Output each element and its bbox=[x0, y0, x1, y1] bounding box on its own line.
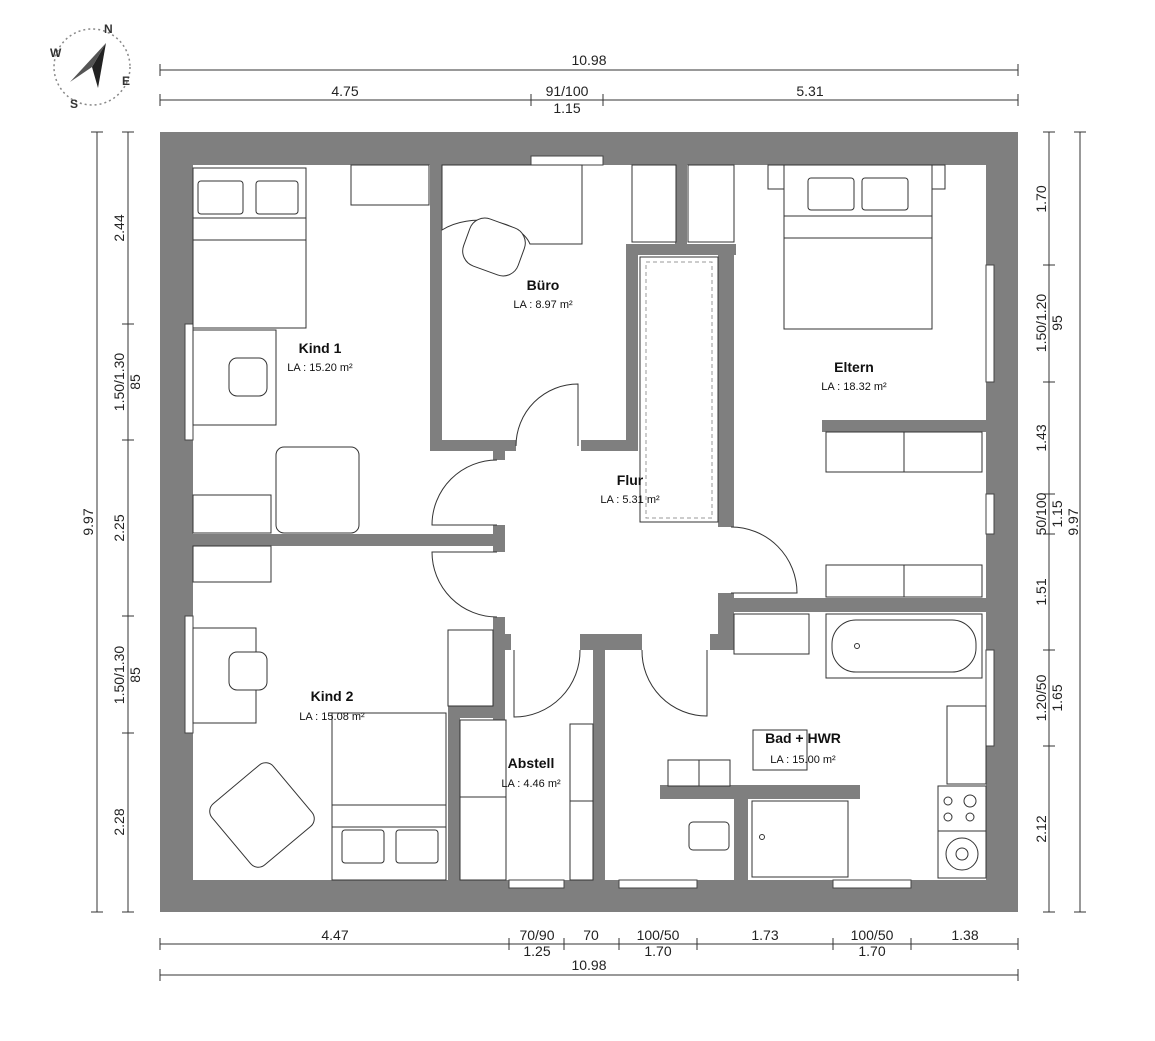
dim-bottom-total: 10.98 bbox=[571, 957, 606, 973]
dim-top-seg2-bottom: 1.15 bbox=[553, 100, 580, 116]
dim-bottom-seg7: 1.38 bbox=[951, 927, 978, 943]
room-name-buero: Büro bbox=[527, 277, 560, 293]
dim-bottom-seg4-top: 100/50 bbox=[637, 927, 680, 943]
furniture-abstell bbox=[459, 719, 594, 881]
room-area-flur: LA : 5.31 m² bbox=[600, 494, 660, 506]
dim-right-seg4-outer: 50/100 bbox=[1033, 492, 1049, 535]
dim-right-total: 9.97 bbox=[1065, 508, 1081, 535]
window-kind2-left bbox=[184, 615, 194, 734]
room-area-kind1: LA : 15.20 m² bbox=[287, 362, 353, 374]
furniture-kind2 bbox=[192, 545, 494, 881]
compass-s-label: S bbox=[70, 97, 78, 111]
armchair-kind1 bbox=[275, 446, 360, 534]
room-name-abstell: Abstell bbox=[508, 755, 555, 771]
left-dimensions: 9.97 2.44 1.50/1.30 85 2.25 1.50/1.30 85… bbox=[80, 131, 143, 913]
dim-right-seg2-outer: 1.50/1.20 bbox=[1033, 294, 1049, 353]
room-area-abstell: LA : 4.46 m² bbox=[501, 778, 561, 790]
furniture-eltern bbox=[687, 164, 983, 598]
dim-top-seg2-top: 91/100 bbox=[546, 83, 589, 99]
window-abstell-bottom bbox=[508, 879, 565, 889]
dim-top-seg3: 5.31 bbox=[796, 83, 823, 99]
window-eltern-right bbox=[985, 264, 995, 383]
dim-top-total: 10.98 bbox=[571, 52, 606, 68]
cabinet-eltern-top bbox=[687, 164, 735, 243]
room-labels: Kind 1 LA : 15.20 m² Büro LA : 8.97 m² E… bbox=[287, 277, 887, 790]
room-name-bad: Bad + HWR bbox=[765, 730, 841, 746]
dim-left-seg4-outer: 1.50/1.30 bbox=[111, 646, 127, 705]
dim-right-seg4-inner: 1.15 bbox=[1049, 500, 1065, 527]
cabinet-bad bbox=[733, 613, 810, 655]
dim-top-seg1: 4.75 bbox=[331, 83, 358, 99]
window-eltern-right-small bbox=[985, 493, 995, 535]
toilet-bad bbox=[688, 821, 730, 851]
cabinet-bad-right bbox=[946, 705, 987, 785]
sink-bad bbox=[752, 729, 808, 771]
right-dimensions: 1.70 1.50/1.20 95 1.43 50/100 1.15 1.51 … bbox=[1033, 131, 1086, 913]
closet-flur bbox=[639, 256, 719, 523]
compass-n-label: N bbox=[104, 22, 113, 36]
dim-right-seg3: 1.43 bbox=[1033, 424, 1049, 451]
dim-left-seg3: 2.25 bbox=[111, 514, 127, 541]
dim-left-total: 9.97 bbox=[80, 508, 96, 535]
window-bad-bottom-1 bbox=[618, 879, 698, 889]
dresser-kind1 bbox=[350, 164, 430, 206]
window-bad-right bbox=[985, 649, 995, 747]
cabinet-kind2 bbox=[447, 629, 494, 707]
compass-w-label: W bbox=[50, 46, 62, 60]
armchair-kind2 bbox=[209, 762, 315, 868]
compass-e-label: E bbox=[122, 74, 130, 88]
dim-right-seg1: 1.70 bbox=[1033, 185, 1049, 212]
furniture-buero bbox=[441, 164, 677, 277]
wardrobe-eltern bbox=[825, 431, 905, 473]
window-kind1-left bbox=[184, 323, 194, 441]
room-area-buero: LA : 8.97 m² bbox=[513, 299, 573, 311]
dim-right-seg6-inner: 1.65 bbox=[1049, 684, 1065, 711]
bed-eltern bbox=[783, 164, 933, 330]
dim-bottom-seg1: 4.47 bbox=[321, 927, 348, 943]
dim-right-seg6-outer: 1.20/50 bbox=[1033, 674, 1049, 721]
chair-kind1 bbox=[228, 357, 268, 397]
dim-right-seg7: 2.12 bbox=[1033, 815, 1049, 842]
compass: N E S W bbox=[50, 22, 131, 111]
shower-bad bbox=[751, 800, 849, 878]
furniture-flur bbox=[639, 256, 719, 523]
dim-bottom-seg6-bottom: 1.70 bbox=[858, 943, 885, 959]
dim-left-seg2-outer: 1.50/1.30 bbox=[111, 353, 127, 412]
cabinet-buero bbox=[631, 164, 677, 243]
room-area-eltern: LA : 18.32 m² bbox=[821, 381, 887, 393]
chair-buero bbox=[462, 217, 526, 277]
window-bad-bottom-2 bbox=[832, 879, 912, 889]
bottom-dimensions: 4.47 70/90 1.25 70 100/50 1.70 1.73 100/… bbox=[159, 927, 1019, 981]
dim-left-seg2-inner: 85 bbox=[127, 374, 143, 390]
washer-bad bbox=[937, 785, 987, 832]
furniture-kind1 bbox=[192, 164, 430, 534]
dim-right-seg5: 1.51 bbox=[1033, 578, 1049, 605]
room-name-kind1: Kind 1 bbox=[299, 340, 342, 356]
window-buero-top bbox=[530, 155, 604, 166]
dim-bottom-seg2-top: 70/90 bbox=[519, 927, 554, 943]
chair-kind2 bbox=[228, 651, 268, 691]
furniture-bad bbox=[667, 613, 987, 879]
top-dimensions: 10.98 4.75 91/100 1.15 5.31 bbox=[159, 52, 1019, 116]
room-area-bad: LA : 15.00 m² bbox=[770, 754, 836, 766]
room-name-eltern: Eltern bbox=[834, 359, 874, 375]
dim-bottom-seg3: 70 bbox=[583, 927, 599, 943]
doors bbox=[431, 383, 798, 718]
shelf-abstell bbox=[459, 719, 507, 881]
dim-bottom-seg5: 1.73 bbox=[751, 927, 778, 943]
dim-right-seg2-inner: 95 bbox=[1049, 315, 1065, 331]
dim-bottom-seg4-bottom: 1.70 bbox=[644, 943, 671, 959]
dim-left-seg5: 2.28 bbox=[111, 808, 127, 835]
dim-left-seg1: 2.44 bbox=[111, 214, 127, 241]
dim-left-seg4-inner: 85 bbox=[127, 667, 143, 683]
dim-bottom-seg2-bottom: 1.25 bbox=[523, 943, 550, 959]
dim-bottom-seg6-top: 100/50 bbox=[851, 927, 894, 943]
room-area-kind2: LA : 15.08 m² bbox=[299, 711, 365, 723]
room-name-flur: Flur bbox=[617, 472, 644, 488]
room-name-kind2: Kind 2 bbox=[311, 688, 354, 704]
